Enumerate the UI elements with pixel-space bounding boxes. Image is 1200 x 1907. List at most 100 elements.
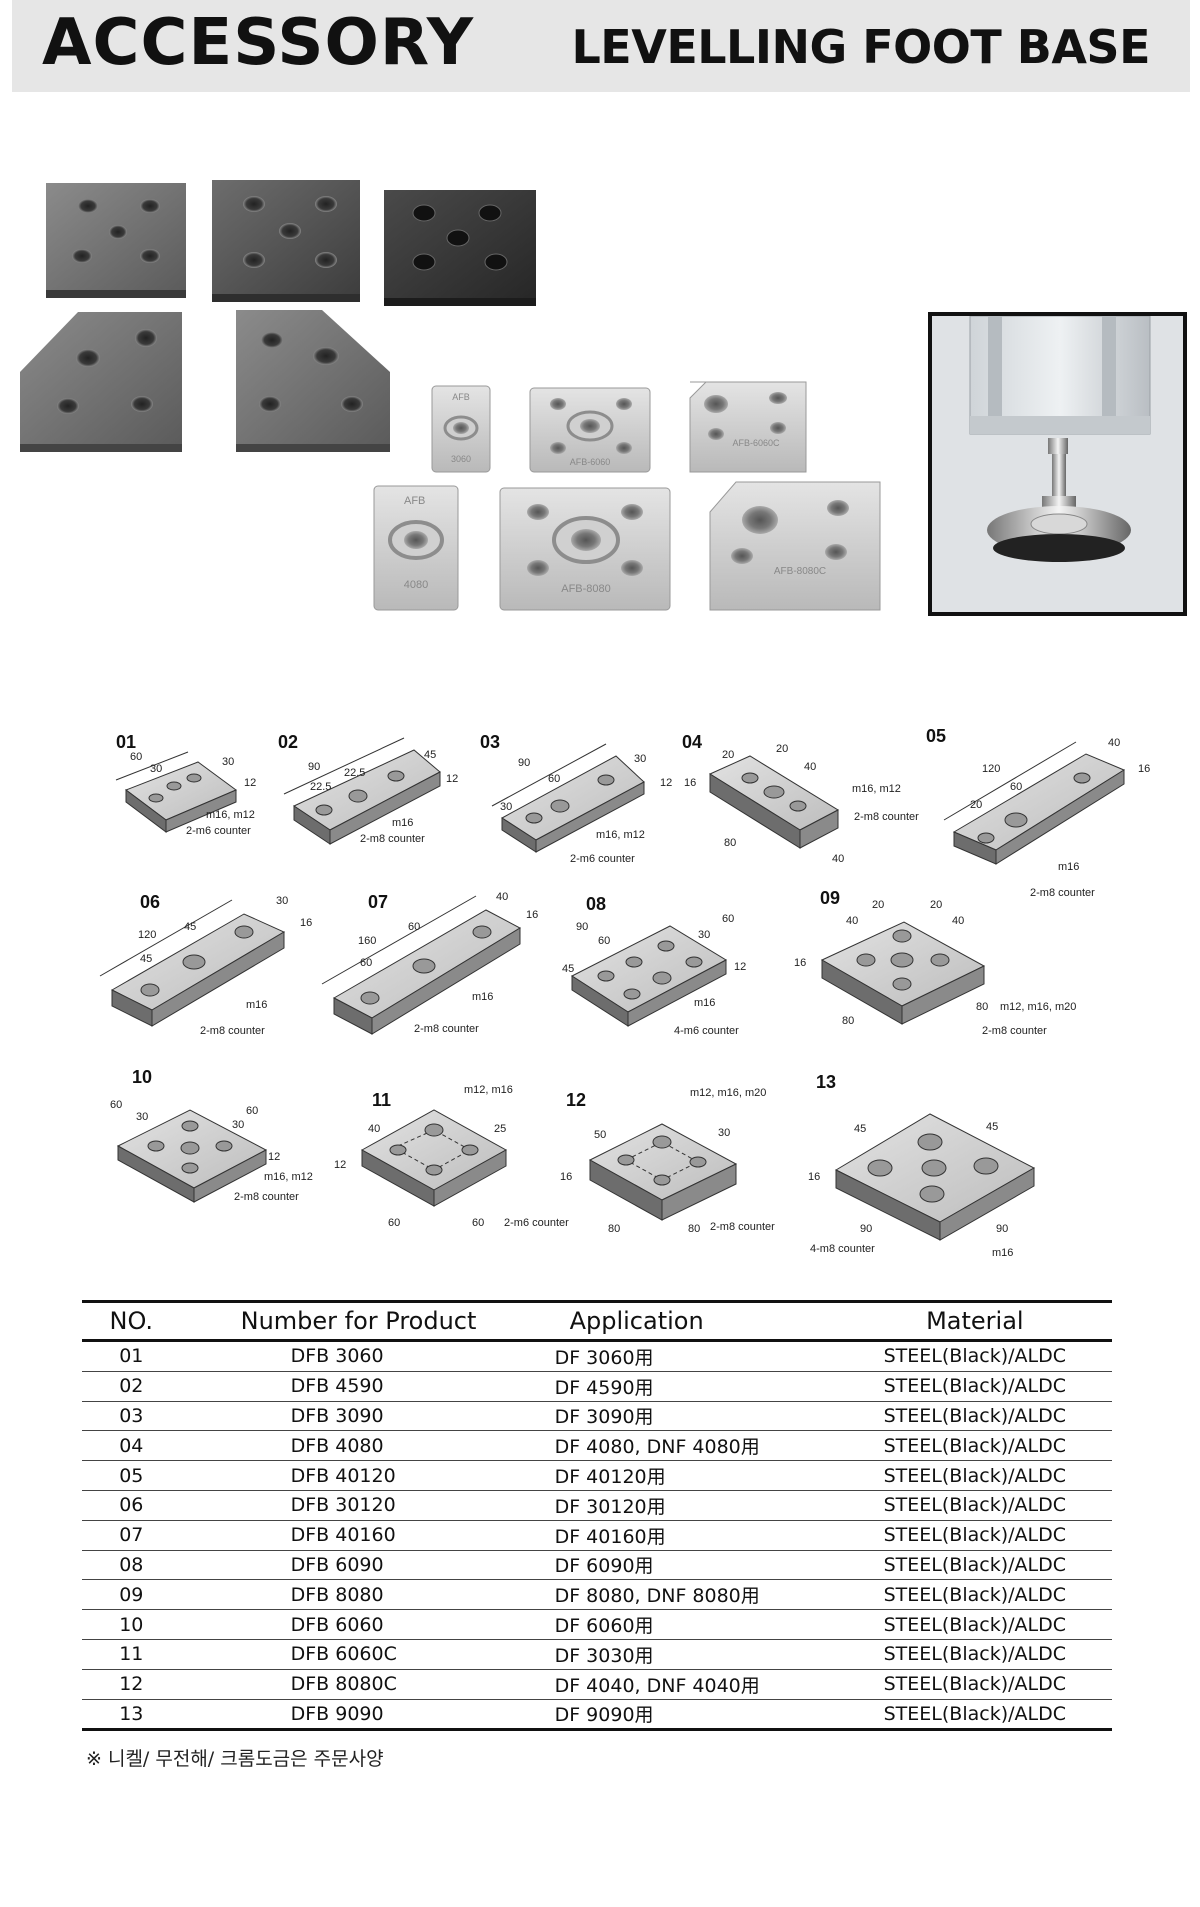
- dimension-value: 40: [496, 891, 508, 903]
- dimension-value: 60: [246, 1105, 258, 1117]
- table-row: 10 DFB 6060 DF 6060用 STEEL(Black)/ALDC: [82, 1609, 1112, 1640]
- drawing-label: 08: [586, 894, 606, 914]
- thread-size: m16, m12: [852, 783, 901, 795]
- cell-no: 05: [82, 1460, 181, 1491]
- plate-engraving: 3060: [451, 454, 471, 464]
- aluminium-plate-photo: AFB-8080C: [709, 481, 881, 611]
- plate-engraving: AFB-8080: [561, 583, 611, 595]
- dimension-value: 45: [986, 1121, 998, 1133]
- table-row: 04 DFB 4080 DF 4080, DNF 4080用 STEEL(Bla…: [82, 1430, 1112, 1462]
- cell-application: DF 9090用: [509, 1699, 838, 1732]
- cell-application: DF 4080, DNF 4080用: [509, 1430, 838, 1462]
- dimension-value: 30: [232, 1119, 244, 1131]
- dimension-value: 20: [776, 743, 788, 755]
- table-row: 12 DFB 8080C DF 4040, DNF 4040用 STEEL(Bl…: [82, 1669, 1112, 1700]
- dimension-value: 60: [722, 913, 734, 925]
- counter-hole-spec: 4-m6 counter: [674, 1025, 739, 1037]
- cell-product: DFB 3090: [180, 1401, 510, 1432]
- cell-no: 11: [82, 1639, 181, 1670]
- cell-product: DFB 3060: [180, 1340, 510, 1372]
- dimension-value: 40: [832, 853, 844, 865]
- dimension-value: 12: [446, 773, 458, 785]
- dimension-value: 60: [408, 921, 420, 933]
- drawing-02: 02 90 22.5 22.5 45 12 m16 2-m8 counter: [278, 732, 458, 845]
- drawing-label: 09: [820, 888, 840, 908]
- dimension-value: 16: [300, 917, 312, 929]
- cell-application: DF 6060用: [509, 1609, 838, 1640]
- thread-size: m16: [392, 817, 413, 829]
- cell-application: DF 3030用: [509, 1639, 838, 1670]
- drawing-04: 04 20 20 40 16 80 40 m16, m12 2-m8 count…: [682, 732, 919, 865]
- cell-material: STEEL(Black)/ALDC: [837, 1340, 1112, 1372]
- cell-no: 02: [82, 1371, 181, 1402]
- dimension-value: 20: [930, 899, 942, 911]
- thread-size: m16: [472, 991, 493, 1003]
- product-photos: AFB 3060 AFB-6060 AFB-6060C AFB 4080 AFB…: [20, 180, 881, 611]
- dimension-value: 90: [860, 1223, 872, 1235]
- drawing-03: 03 90 60 30 30 12 m16, m12 2-m6 counter: [480, 732, 672, 865]
- dimension-value: 60: [388, 1217, 400, 1229]
- dimension-value: 16: [684, 777, 696, 789]
- dimension-value: 90: [996, 1223, 1008, 1235]
- drawing-06: 06 120 45 45 30 16 m16 2-m8 counter: [99, 892, 312, 1037]
- table-row: 01 DFB 3060 DF 3060用 STEEL(Black)/ALDC: [82, 1340, 1112, 1372]
- cell-no: 03: [82, 1401, 181, 1432]
- dimension-value: 12: [734, 961, 746, 973]
- drawing-05: 05 120 60 20 40 16 m16 2-m8 counter: [926, 726, 1150, 899]
- aluminium-plate-photo: AFB-6060: [529, 387, 651, 473]
- dimension-value: 60: [360, 957, 372, 969]
- cell-material: STEEL(Black)/ALDC: [837, 1401, 1112, 1432]
- cell-application: DF 30120用: [509, 1490, 838, 1521]
- counter-hole-spec: 2-m8 counter: [360, 833, 425, 845]
- dimension-value: 16: [808, 1171, 820, 1183]
- column-header-application: Application: [509, 1300, 838, 1342]
- plate-engraving: AFB: [452, 392, 470, 402]
- dimension-value: 30: [150, 763, 162, 775]
- dimension-drawings: 01 60 30 30 12 m16, m12 2-m6 counter 02 …: [99, 726, 1150, 1259]
- spec-table: NO. Number for Product Application Mater…: [82, 1300, 1112, 1732]
- dimension-value: 60: [1010, 781, 1022, 793]
- dimension-value: 20: [872, 899, 884, 911]
- table-row: 13 DFB 9090 DF 9090用 STEEL(Black)/ALDC: [82, 1699, 1112, 1732]
- drawing-label: 10: [132, 1067, 152, 1087]
- steel-plate-photo: [46, 183, 186, 298]
- thread-size: m16: [246, 999, 267, 1011]
- plate-engraving: AFB-8080C: [774, 566, 826, 577]
- counter-hole-spec: 2-m6 counter: [570, 853, 635, 865]
- cell-material: STEEL(Black)/ALDC: [837, 1460, 1112, 1491]
- cell-product: DFB 40120: [180, 1460, 510, 1491]
- dimension-value: 30: [698, 929, 710, 941]
- cell-material: STEEL(Black)/ALDC: [837, 1490, 1112, 1521]
- counter-hole-spec: 2-m8 counter: [710, 1221, 775, 1233]
- dimension-value: 40: [952, 915, 964, 927]
- counter-hole-spec: 2-m6 counter: [504, 1217, 569, 1229]
- cell-material: STEEL(Black)/ALDC: [837, 1639, 1112, 1670]
- cell-application: DF 40120用: [509, 1460, 838, 1491]
- cell-no: 09: [82, 1579, 181, 1611]
- dimension-value: 40: [368, 1123, 380, 1135]
- aluminium-plate-photo: AFB 3060: [431, 385, 491, 473]
- dimension-value: 60: [110, 1099, 122, 1111]
- steel-plate-photo: [212, 180, 360, 302]
- dimension-value: 22.5: [310, 781, 331, 793]
- dimension-value: 60: [548, 773, 560, 785]
- cell-material: STEEL(Black)/ALDC: [837, 1579, 1112, 1611]
- drawing-01: 01 60 30 30 12 m16, m12 2-m6 counter: [115, 732, 256, 837]
- dimension-value: 45: [854, 1123, 866, 1135]
- dimension-value: 16: [1138, 763, 1150, 775]
- table-row: 08 DFB 6090 DF 6090用 STEEL(Black)/ALDC: [82, 1550, 1112, 1581]
- dimension-value: 90: [518, 757, 530, 769]
- cell-no: 01: [82, 1340, 181, 1372]
- dimension-value: 45: [424, 749, 436, 761]
- drawing-label: 05: [926, 726, 946, 746]
- table-header-row: NO. Number for Product Application Mater…: [82, 1300, 1112, 1342]
- table-row: 09 DFB 8080 DF 8080, DNF 8080用 STEEL(Bla…: [82, 1579, 1112, 1611]
- drawing-label: 03: [480, 732, 500, 752]
- cell-material: STEEL(Black)/ALDC: [837, 1430, 1112, 1462]
- corner-plate-photo: [20, 312, 182, 452]
- drawing-08: 08 90 60 45 30 60 12 m16 4-m6 counter: [562, 894, 746, 1037]
- cell-no: 07: [82, 1520, 181, 1551]
- plate-engraving: 4080: [404, 579, 428, 591]
- dimension-value: 80: [688, 1223, 700, 1235]
- dimension-value: 45: [140, 953, 152, 965]
